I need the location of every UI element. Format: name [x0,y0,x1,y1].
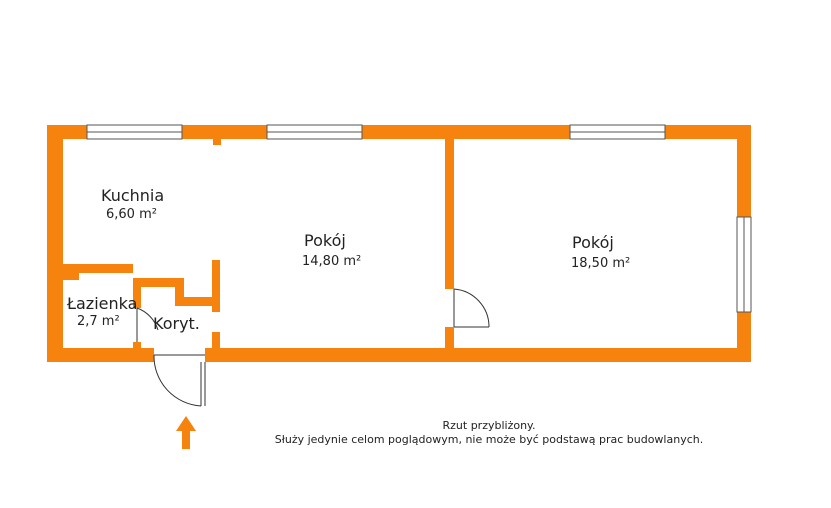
wall-bottom-left [47,348,154,362]
wall-step-1 [133,278,178,287]
disclaimer-line2: Służy jedynie celom poglądowym, nie może… [275,433,703,446]
window-top-3 [569,124,666,140]
wall-right-upper [737,125,751,217]
disclaimer-line1: Rzut przybliżony. [443,419,536,432]
wall-top-right [665,125,751,139]
window-top-2 [266,124,363,140]
wall-corridor-right [212,260,220,312]
room-right-name: Pokój [572,233,614,252]
wall-bathroom-top-bar [63,264,133,273]
window-top-1 [86,124,183,140]
wall-bathroom-right [133,286,141,308]
windows [86,124,752,313]
wall-corridor-right-low [212,332,220,348]
wall-partition-rooms-lower [445,327,454,348]
wall-kitchen-stub [213,139,221,145]
room-middle-name: Pokój [304,231,346,250]
window-right [736,216,752,313]
wall-bathroom-right-low [133,342,141,352]
bathroom-area: 2,7 m² [77,314,120,329]
wall-top-mid2 [362,125,570,139]
wall-step-3 [175,297,220,306]
doors [136,288,490,407]
wall-partition-rooms-upper [445,139,454,289]
room-middle-area: 14,80 m² [302,254,361,269]
kitchen-name: Kuchnia [101,186,164,205]
wall-bottom-right [205,348,751,362]
kitchen-area: 6,60 m² [106,207,157,222]
door-rooms [453,288,490,328]
arrow-up-icon [176,416,196,449]
wall-top-mid1 [182,125,267,139]
door-entrance [153,354,206,407]
bathroom-name: Łazienka [66,294,137,313]
walls [47,125,751,362]
corridor-name: Koryt. [153,314,200,333]
wall-step-2 [175,278,184,305]
wall-left [47,125,63,362]
room-right-area: 18,50 m² [571,256,630,271]
door-bathroom [136,307,159,342]
